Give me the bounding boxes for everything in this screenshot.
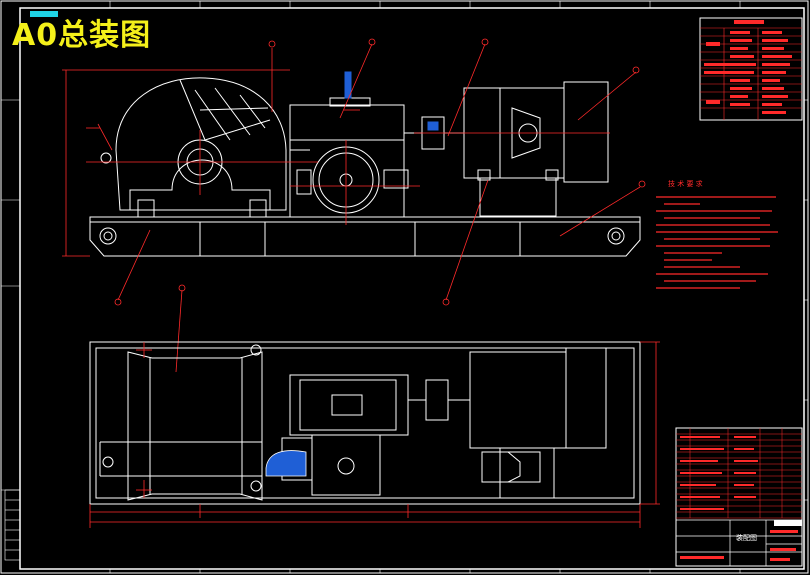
bearing-pedestal <box>129 159 271 210</box>
base-frame-top <box>89 341 641 505</box>
parameter-table <box>699 17 803 121</box>
base-hole-right <box>607 227 625 245</box>
gear-guard <box>115 77 287 211</box>
tech-requirements-title: 技 术 要 求 <box>668 179 703 188</box>
brake-top <box>481 451 541 483</box>
gear-segment <box>265 450 307 477</box>
title-block-name: 装配图 <box>736 533 757 542</box>
winch-drum <box>127 351 263 501</box>
top-view <box>89 341 641 505</box>
coupling-top <box>425 379 449 421</box>
base-hole-left <box>99 227 117 245</box>
front-view <box>89 71 641 257</box>
motor-endcap <box>563 81 609 183</box>
base-frame <box>89 216 641 257</box>
handle <box>344 71 352 99</box>
title-highlight-tag <box>30 11 58 17</box>
binding-margin-table <box>4 489 21 561</box>
motor-foot <box>479 177 557 217</box>
brake <box>511 107 541 159</box>
guard-bolt <box>100 152 112 164</box>
front-view-annotations <box>62 38 646 373</box>
title-block: 装配图 <box>675 427 803 567</box>
reducer-housing <box>289 104 405 218</box>
reducer-top <box>289 374 409 436</box>
motor-top <box>469 351 567 449</box>
reducer-lower <box>311 434 381 496</box>
top-view-annotations <box>89 341 660 528</box>
drawing-title: A0总装图 <box>12 18 152 53</box>
tech-requirements: 技 术 要 求 <box>656 179 778 289</box>
